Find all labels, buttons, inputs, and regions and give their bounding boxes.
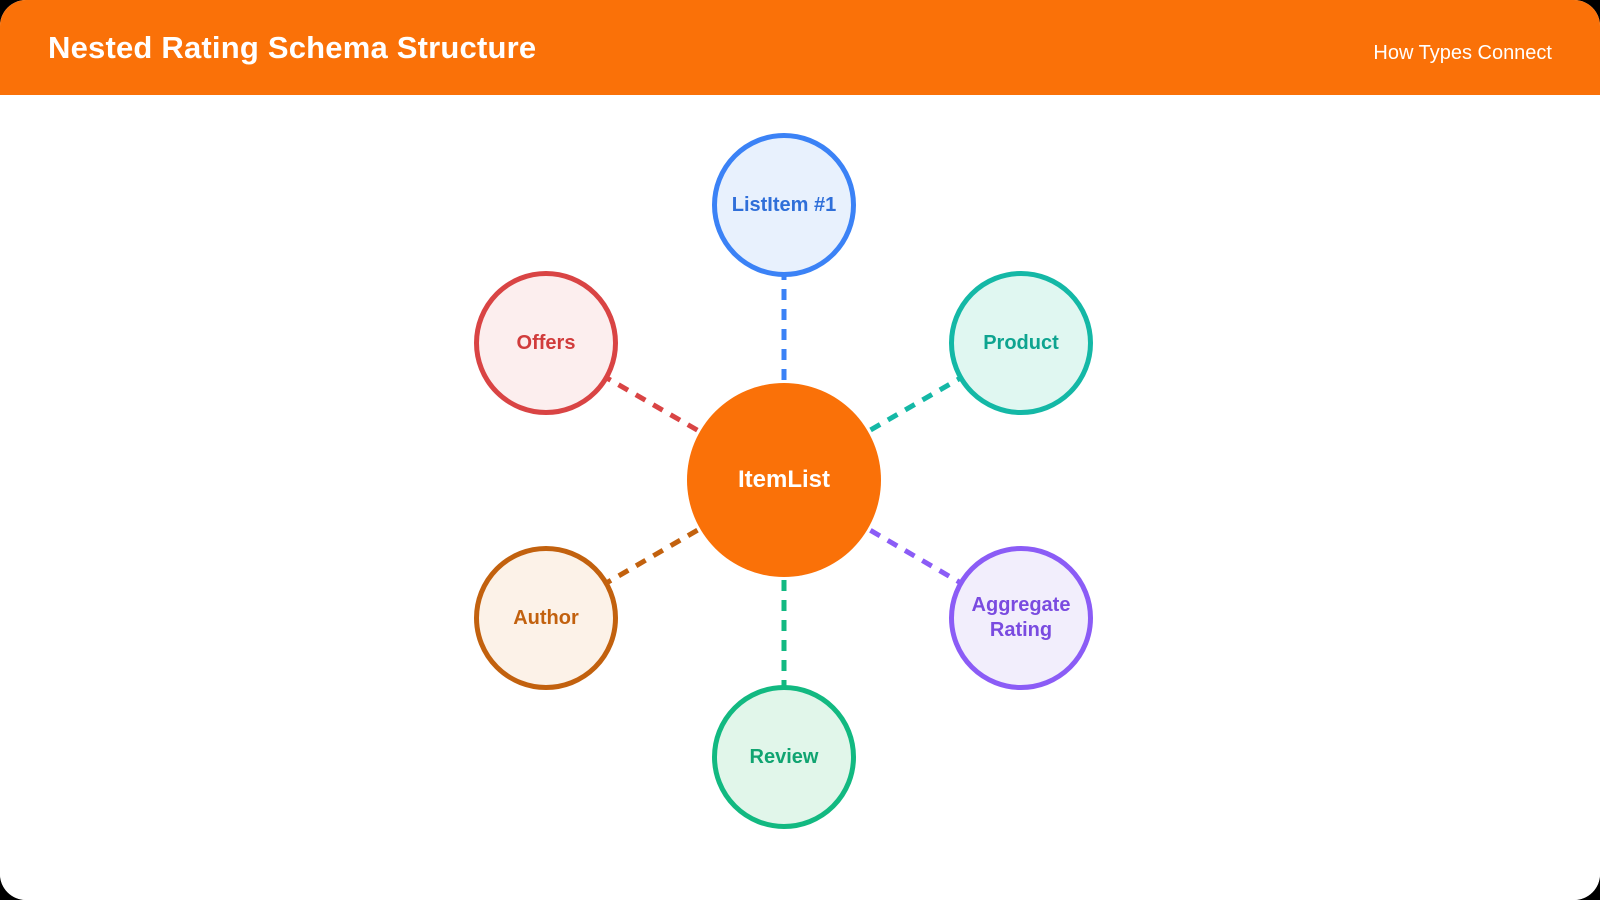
page-subtitle: How Types Connect: [1373, 42, 1552, 64]
node-product: Product: [949, 271, 1093, 415]
node-product-label: Product: [983, 331, 1059, 354]
node-itemlist: ItemList: [687, 383, 881, 577]
node-aggregate-rating: Aggregate Rating: [949, 546, 1093, 690]
node-listitem-1: ListItem #1: [712, 133, 856, 277]
node-offers: Offers: [474, 271, 618, 415]
page-title: Nested Rating Schema Structure: [48, 29, 537, 65]
page-header: Nested Rating Schema Structure How Types…: [0, 0, 1600, 95]
node-listitem-1-label: ListItem #1: [731, 193, 837, 216]
node-offers-label: Offers: [516, 331, 576, 354]
node-author: Author: [474, 546, 618, 690]
node-aggregate-rating-label: Aggregate Rating: [971, 594, 1071, 641]
node-itemlist-label: ItemList: [737, 466, 830, 493]
node-review: Review: [712, 685, 856, 829]
node-review-label: Review: [749, 745, 819, 768]
node-author-label: Author: [513, 606, 579, 629]
schema-diagram: ItemList ListItem #1 Product Aggregate R…: [0, 95, 1600, 900]
